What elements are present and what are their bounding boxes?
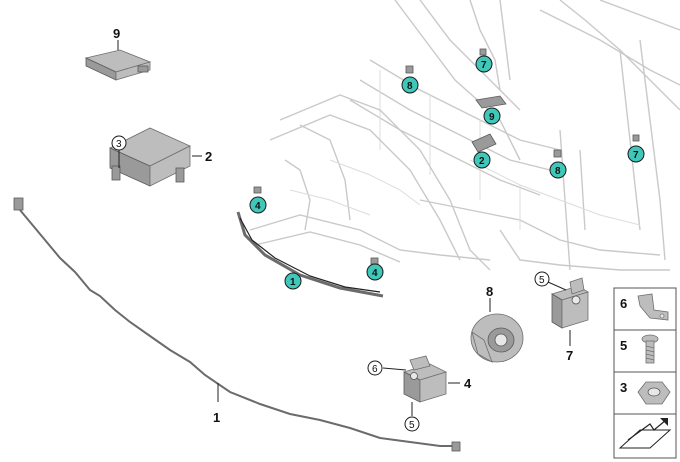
callout-5a-text: 5 [539,275,545,286]
nut-icon [637,381,671,405]
callout-5a-marker [534,271,550,287]
direction-arrow-icon [618,418,672,449]
badge-7b: 7 [627,145,645,163]
sensor-8b-in-place [553,149,562,158]
label-9: 9 [113,26,120,41]
badge-4a: 4 [249,196,267,214]
label-1: 1 [213,410,220,425]
sensor-4b-in-place [370,257,379,265]
bolt-icon [641,334,659,364]
badge-7a: 7 [475,55,493,73]
bumper-beam [236,211,384,298]
svg-text:8: 8 [407,81,413,92]
svg-text:2: 2 [479,156,485,167]
car-body-frame [249,0,680,271]
control-module-9 [84,49,152,81]
badge-4b: 4 [366,263,384,281]
svg-text:4: 4 [372,268,378,279]
legend-num-6: 6 [620,296,627,311]
sensor-2-in-place [471,133,497,153]
badge-1: 1 [284,272,302,290]
svg-text:7: 7 [633,150,639,161]
control-unit-2 [109,127,191,187]
sensor-cable-1 [13,197,461,452]
bracket-7 [551,277,589,329]
callout-5b-text: 5 [409,420,415,431]
label-7: 7 [566,348,573,363]
sensor-7a-in-place [479,48,487,56]
svg-text:7: 7 [481,60,487,71]
sensor-4a-in-place [253,186,262,194]
label-2: 2 [205,149,212,164]
svg-text:4: 4 [255,201,261,212]
bracket-8 [470,313,524,363]
fastener-legend: 6 5 3 [613,287,677,459]
callout-6-text: 6 [372,364,378,375]
legend-num-3: 3 [620,380,627,395]
svg-text:8: 8 [555,166,561,177]
sensor-bracket-4 [402,355,448,403]
callout-3-text: 3 [116,139,122,150]
callout-5b-marker [404,416,420,432]
badge-2: 2 [473,151,491,169]
sensor-8a-in-place [405,65,414,74]
badge-9: 9 [483,107,501,125]
sensor-9-in-place [475,95,507,109]
callout-6-marker [367,360,383,376]
sensor-7b-in-place [632,134,640,142]
svg-text:1: 1 [290,277,296,288]
badge-8a: 8 [401,76,419,94]
bracket-icon [637,293,669,321]
label-8: 8 [486,284,493,299]
label-4: 4 [464,376,472,391]
badge-8b: 8 [549,161,567,179]
callout-3-marker [111,135,127,151]
svg-text:9: 9 [489,112,495,123]
legend-num-5: 5 [620,338,627,353]
